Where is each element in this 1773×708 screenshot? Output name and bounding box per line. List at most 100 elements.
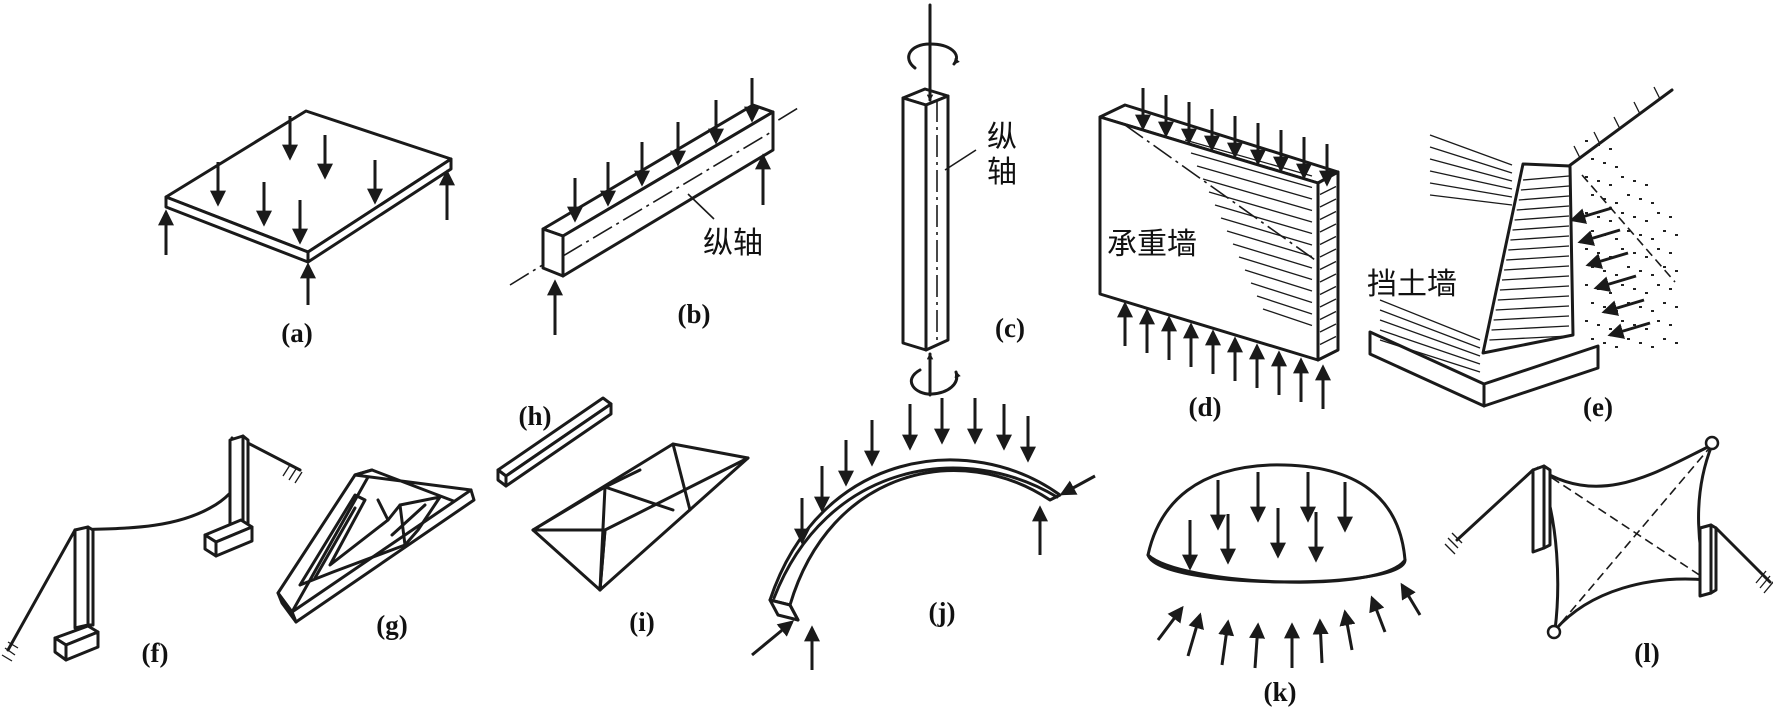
soil-dot: [1585, 284, 1588, 286]
fig-i-folded-plate: (i): [531, 442, 750, 637]
fig-i-label: (i): [629, 607, 654, 637]
fig-c-axis-label-1: 纵: [987, 120, 1017, 155]
soil-dot: [1651, 346, 1654, 348]
fig-b-axis-label: 纵轴: [703, 226, 763, 261]
soil-dot: [1657, 248, 1660, 250]
fig-l-label: (l): [1634, 638, 1659, 668]
fig-e-label: (e): [1583, 392, 1613, 422]
shade-line: [1319, 223, 1337, 233]
shade-line: [1262, 308, 1313, 327]
soil-dot: [1615, 310, 1618, 312]
soil-dot: [1615, 166, 1618, 168]
reaction-arrow: [1369, 595, 1387, 633]
shade-line: [1429, 158, 1513, 182]
shade-line: [1238, 256, 1313, 281]
fig-f-label: (f): [142, 638, 169, 668]
fig-e-shading: [1379, 134, 1570, 373]
soil-dot: [1591, 158, 1594, 160]
shade-line: [1319, 323, 1337, 333]
shade-line: [1190, 152, 1313, 189]
soil-dot: [1633, 324, 1636, 326]
soil-dot: [1591, 302, 1594, 304]
soil-dot: [1615, 238, 1618, 240]
soil-dot: [1675, 342, 1678, 344]
shade-line: [1520, 185, 1570, 191]
soil-dot: [1585, 140, 1588, 142]
shade-line: [1319, 235, 1337, 246]
soil-dot: [1627, 302, 1630, 304]
soil-dot: [1627, 194, 1630, 196]
fig-a-slab: (a): [158, 109, 455, 348]
shade-line: [1518, 195, 1570, 201]
shade-line: [1319, 198, 1337, 208]
fig-h-label: (h): [519, 401, 552, 431]
soil-dot: [1657, 320, 1660, 322]
soil-dot: [1675, 234, 1678, 236]
reaction-arrow: [1249, 622, 1266, 669]
shade-line: [1516, 205, 1570, 211]
soil-dot: [1657, 284, 1660, 286]
soil-dot: [1603, 306, 1606, 308]
soil-dot: [1621, 248, 1624, 250]
soil-dot: [1645, 256, 1648, 258]
fig-f-suspension: (f): [1, 434, 303, 668]
fig-d-shading: [1184, 139, 1337, 346]
shade-line: [1202, 178, 1313, 212]
shade-line: [1220, 217, 1313, 246]
pressure-arrow: [1569, 206, 1613, 224]
shade-line: [1495, 305, 1570, 311]
shade-line: [1319, 310, 1337, 321]
fig-e-soil: [1585, 140, 1678, 348]
soil-dot: [1651, 274, 1654, 276]
soil-dot: [1639, 342, 1642, 344]
soil-dot: [1615, 274, 1618, 276]
shade-line: [1508, 245, 1570, 251]
soil-dot: [1603, 198, 1606, 200]
thrust-arrow: [751, 620, 795, 657]
fig-g-label: (g): [376, 610, 407, 640]
fig-j-label: (j): [929, 597, 956, 627]
soil-dot: [1597, 216, 1600, 218]
soil-dot: [1621, 176, 1624, 178]
soil-dot: [1639, 306, 1642, 308]
soil-dot: [1597, 180, 1600, 182]
shade-line: [1429, 146, 1513, 174]
soil-dot: [1609, 220, 1612, 222]
shade-line: [1256, 295, 1313, 315]
fig-d-wall-label: 承重墙: [1107, 227, 1197, 262]
shade-line: [1497, 295, 1570, 301]
pressure-arrow: [1585, 251, 1629, 269]
soil-dot: [1597, 252, 1600, 254]
soil-dot: [1639, 270, 1642, 272]
soil-dot: [1669, 252, 1672, 254]
soil-dot: [1603, 270, 1606, 272]
shade-line: [1429, 194, 1513, 206]
fig-k-dome: (k): [1146, 463, 1422, 707]
soil-dot: [1675, 306, 1678, 308]
soil-dot: [1615, 202, 1618, 204]
shade-line: [1501, 275, 1570, 281]
fig-g-truss: (g): [276, 468, 476, 640]
soil-dot: [1633, 252, 1636, 254]
shade-line: [1489, 335, 1570, 341]
soil-dot: [1621, 320, 1624, 322]
fig-e-earth-pressure: [1569, 206, 1651, 339]
pressure-arrow: [1593, 274, 1637, 292]
shade-line: [1510, 235, 1570, 241]
pressure-arrow: [1601, 298, 1645, 316]
shade-line: [1379, 309, 1481, 349]
shade-line: [1319, 285, 1337, 296]
soil-dot: [1675, 270, 1678, 272]
fig-k-loads: [1156, 472, 1422, 669]
fig-b-loads: [547, 78, 771, 335]
shade-line: [1319, 248, 1337, 258]
soil-dot: [1591, 338, 1594, 340]
fig-d-loads: [1117, 88, 1335, 409]
shade-line: [1504, 265, 1570, 271]
shade-line: [1196, 165, 1313, 200]
shade-line: [1493, 315, 1570, 321]
fig-c-column: 纵 轴 (c): [901, 3, 1025, 397]
soil-dot: [1621, 212, 1624, 214]
shade-line: [1522, 175, 1570, 181]
reaction-arrow: [1218, 619, 1235, 666]
